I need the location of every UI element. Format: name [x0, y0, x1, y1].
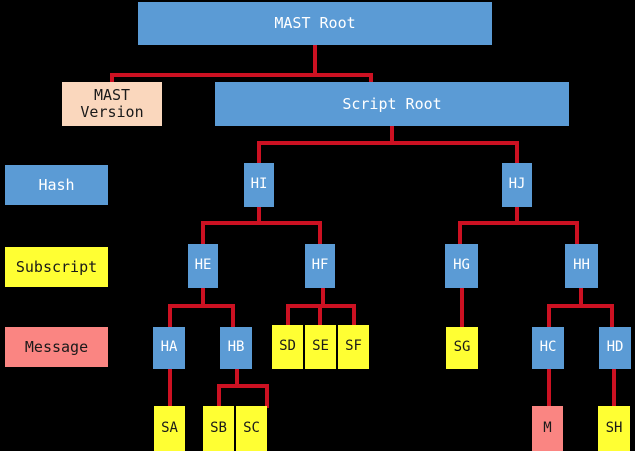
edge-hg-to-sg — [460, 288, 464, 328]
edge-hj-to-hg — [458, 221, 462, 245]
edge-hb-stem — [235, 369, 239, 387]
node-hf[interactable]: HF — [305, 244, 335, 288]
node-hi[interactable]: HI — [244, 163, 274, 207]
node-he[interactable]: HE — [188, 244, 218, 288]
node-hd[interactable]: HD — [599, 327, 631, 369]
edge-he-bus — [168, 304, 235, 308]
edge-hh-to-hd — [610, 304, 614, 328]
node-mast-root[interactable]: MAST Root — [138, 2, 492, 45]
node-se[interactable]: SE — [305, 325, 336, 369]
edge-hb-bus — [217, 384, 269, 388]
legend-item-hash: Hash — [5, 165, 108, 205]
legend-item-subscript: Subscript — [5, 247, 108, 287]
node-hg[interactable]: HG — [445, 244, 478, 288]
edge-hb-to-sc — [265, 384, 269, 408]
edge-hj-to-hh — [575, 221, 579, 245]
edge-scriptroot-bus — [257, 141, 519, 145]
edge-hb-to-sb — [217, 384, 221, 408]
edge-hj-bus — [458, 221, 579, 225]
edge-hh-stem — [579, 288, 583, 306]
node-sf[interactable]: SF — [338, 325, 369, 369]
node-sb[interactable]: SB — [203, 406, 234, 451]
node-hj[interactable]: HJ — [502, 163, 532, 207]
edge-scriptroot-stem — [390, 126, 394, 144]
edge-mastroot-stem — [313, 45, 317, 75]
legend-item-message: Message — [5, 327, 108, 367]
node-hc[interactable]: HC — [532, 327, 564, 369]
edge-hc-to-m — [547, 369, 551, 408]
edge-hh-to-hc — [547, 304, 551, 328]
edge-hj-stem — [515, 207, 519, 224]
edge-mastroot-to-scriptroot — [369, 73, 373, 84]
edge-hh-bus — [547, 304, 614, 308]
node-sh[interactable]: SH — [598, 406, 630, 451]
edge-hf-to-sf — [352, 304, 356, 326]
edge-hi-to-he — [201, 221, 205, 245]
node-hh[interactable]: HH — [565, 244, 598, 288]
edge-hi-bus — [201, 221, 322, 225]
edge-he-stem — [201, 288, 205, 306]
node-script-root[interactable]: Script Root — [215, 82, 569, 126]
edge-hi-to-hf — [318, 221, 322, 245]
edge-hf-to-se — [318, 304, 322, 326]
edge-hf-to-sd — [286, 304, 290, 326]
node-hb[interactable]: HB — [220, 327, 252, 369]
edge-hi-stem — [257, 207, 261, 224]
edge-mastroot-to-version — [110, 73, 114, 84]
node-sg[interactable]: SG — [446, 327, 478, 369]
edge-mastroot-bus — [110, 73, 373, 77]
edge-he-to-ha — [168, 304, 172, 328]
node-ha[interactable]: HA — [153, 327, 185, 369]
edge-scriptroot-to-hi — [257, 141, 261, 164]
node-m[interactable]: M — [532, 406, 563, 451]
edge-scriptroot-to-hj — [515, 141, 519, 164]
edge-hd-to-sh — [612, 369, 616, 408]
edge-he-to-hb — [231, 304, 235, 328]
node-mast-version[interactable]: MAST Version — [62, 82, 162, 126]
node-sd[interactable]: SD — [272, 325, 303, 369]
edge-hf-stem — [321, 288, 325, 306]
node-sa[interactable]: SA — [154, 406, 185, 451]
node-sc[interactable]: SC — [236, 406, 267, 451]
edge-ha-to-sa — [168, 369, 172, 408]
